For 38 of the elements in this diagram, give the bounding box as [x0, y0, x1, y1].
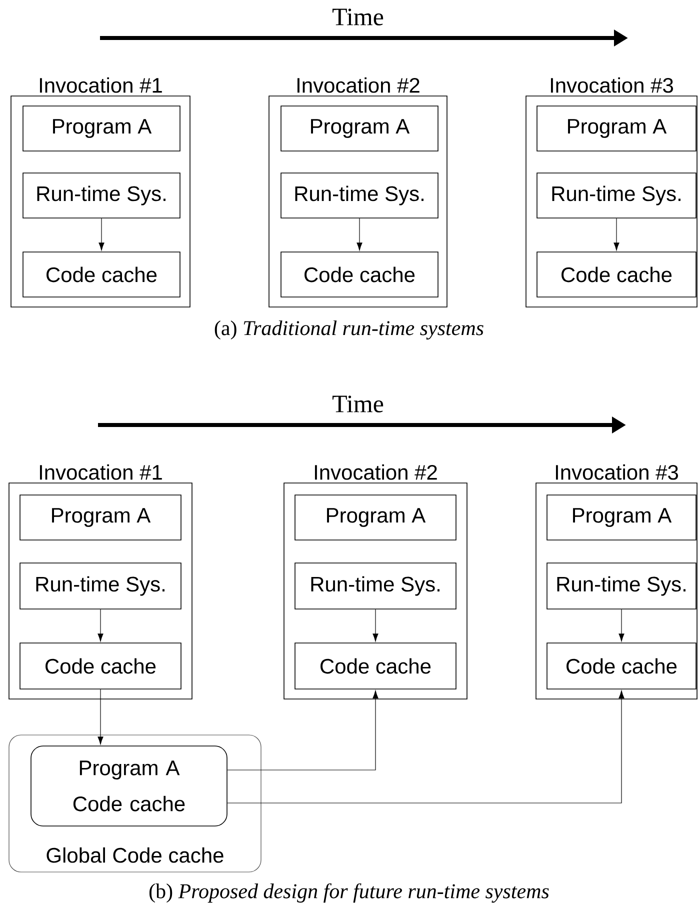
process-box: Run-time Sys. — [280, 172, 438, 218]
arrow — [98, 218, 104, 251]
arrow — [618, 609, 624, 642]
node-label: Invocation #3 — [550, 77, 673, 93]
process-box: Code cache — [536, 252, 696, 298]
process-box: Run-time Sys. — [294, 562, 456, 610]
arrow — [98, 609, 104, 642]
caption: (a) Traditional run-time systems — [214, 320, 484, 340]
node-label: Invocation #1 — [40, 77, 162, 93]
arrow — [372, 609, 378, 642]
node-label: Invocation #2 — [297, 77, 420, 93]
arrow — [227, 690, 624, 804]
process-box: Code cache — [294, 642, 456, 690]
process-box: Code cache — [280, 252, 438, 298]
process-box: Run-time Sys. — [546, 562, 696, 610]
process-box: Run-time Sys. — [22, 172, 180, 218]
axis-label: Time — [332, 8, 384, 26]
process-box: Program A — [280, 106, 438, 152]
process-box: Code cache — [546, 642, 696, 690]
process-box: Run-time Sys. — [20, 562, 182, 610]
process-box: Code cache — [20, 642, 182, 690]
arrow — [614, 218, 620, 251]
arrow — [227, 690, 378, 770]
axis-label: Time — [332, 396, 384, 412]
node-label: Invocation #2 — [314, 464, 437, 480]
node-label: Invocation #3 — [556, 464, 678, 480]
process-box: Run-time Sys. — [536, 172, 696, 218]
arrow — [356, 218, 362, 251]
process-box: Code cache — [22, 252, 180, 298]
process-box: Program A — [546, 494, 696, 540]
process-box: Program A — [294, 494, 456, 540]
node-label: Invocation #1 — [40, 464, 162, 480]
process-box: Program A — [536, 106, 696, 152]
caption: (b) Proposed design for future run-time systems — [149, 883, 549, 903]
cache-box: Program A Code cache — [30, 746, 228, 826]
arrow — [98, 689, 104, 745]
process-box: Program A — [22, 106, 180, 152]
process-box: Program A — [20, 494, 182, 540]
